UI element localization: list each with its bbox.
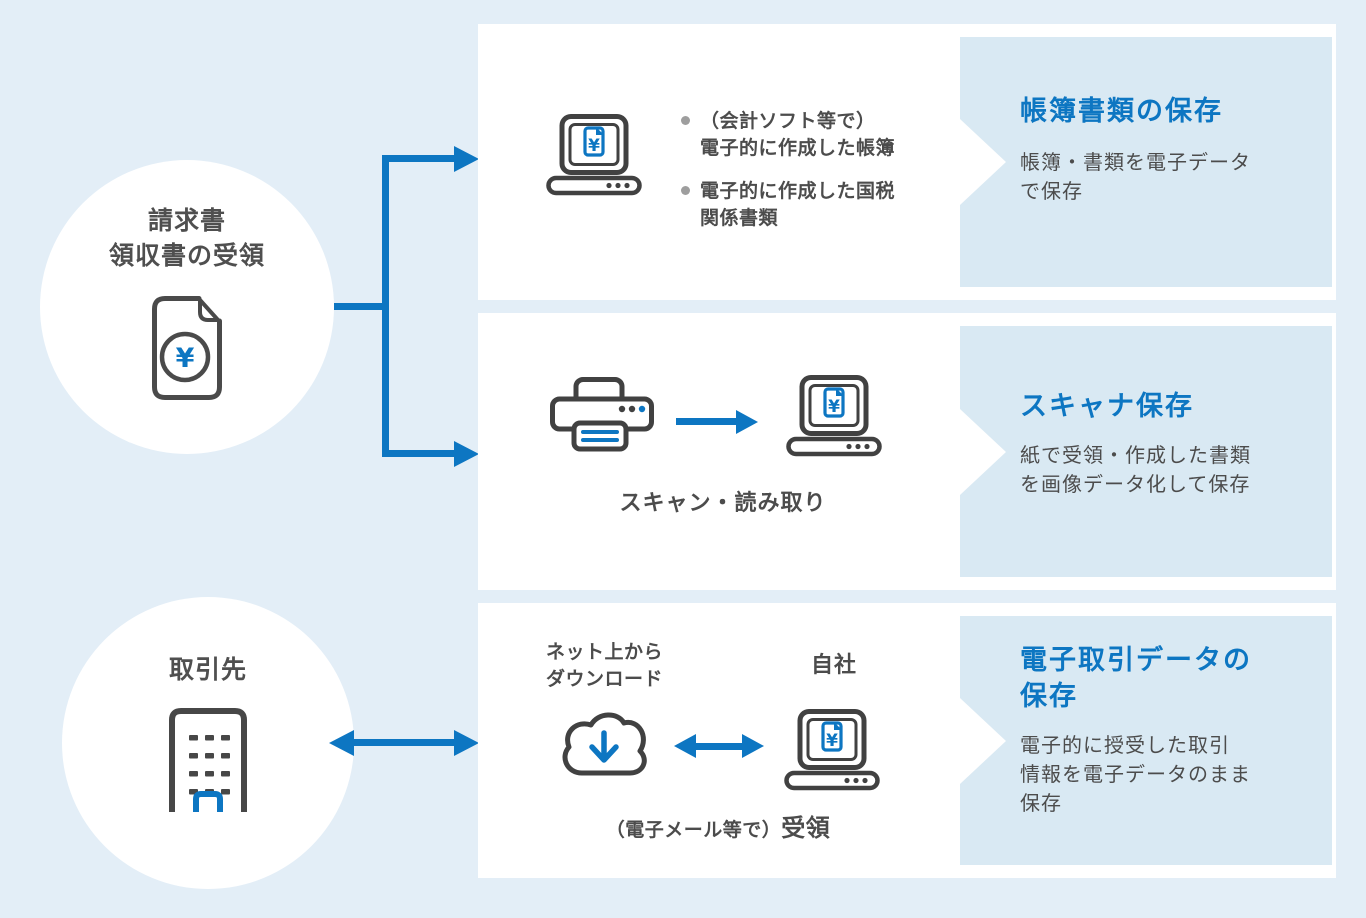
exchange-arrow xyxy=(694,743,744,750)
office-building-icon xyxy=(169,707,247,812)
arrowhead-to-scanner-panel xyxy=(454,440,479,467)
bullet-item: （会計ソフト等で） 電子的に作成した帳簿 xyxy=(681,108,895,162)
svg-text:¥: ¥ xyxy=(588,136,600,156)
business-partner-circle: 取引先 xyxy=(62,597,354,889)
svg-text:¥: ¥ xyxy=(826,731,838,751)
scanner-result-description: 紙で受領・作成した書類 を画像データ化して保存 xyxy=(1020,443,1251,496)
scanner-result-box xyxy=(960,326,1332,577)
laptop-scan-icon: ¥ xyxy=(786,375,882,457)
scanner-result-title: スキャナ保存 xyxy=(1020,391,1194,422)
bullet-dot-icon xyxy=(681,185,690,195)
etransaction-chevron xyxy=(960,697,1006,784)
invoice-receipt-circle: 請求書 領収書の受領 ¥ xyxy=(40,160,334,454)
bullet-text: （会計ソフト等で） 電子的に作成した帳簿 xyxy=(700,110,896,159)
books-result-box xyxy=(960,37,1332,287)
exchange-arrowhead-left xyxy=(674,734,696,758)
building-door xyxy=(193,790,223,812)
books-chevron xyxy=(960,119,1006,205)
arrowhead-to-etransaction-panel xyxy=(454,729,479,756)
arrowhead-to-books-panel xyxy=(454,145,479,172)
own-company-label: 自社 xyxy=(810,653,857,678)
etransaction-result-box xyxy=(960,616,1332,865)
books-bullet-list: （会計ソフト等で） 電子的に作成した帳簿 電子的に作成した国税 関係書類 xyxy=(681,108,895,248)
email-receipt-caption: （電子メール等で）受領 xyxy=(568,808,868,843)
svg-text:¥: ¥ xyxy=(176,343,195,374)
download-arrow-icon xyxy=(589,730,619,763)
etransaction-panel: ネット上から ダウンロード 自社 ¥ （電子メール等で）受領 電子取引データの … xyxy=(478,603,1336,878)
bullet-text: 電子的に作成した国税 関係書類 xyxy=(700,179,896,229)
bullet-dot-icon xyxy=(681,116,690,125)
arrowhead-to-partner xyxy=(329,729,354,756)
svg-text:¥: ¥ xyxy=(828,397,840,417)
invoice-document-icon: ¥ xyxy=(152,296,222,400)
scan-arrowhead xyxy=(736,409,758,434)
books-panel: ¥ （会計ソフト等で） 電子的に作成した帳簿 電子的に作成した国税 関係書類 帳… xyxy=(478,24,1336,300)
scan-caption: スキャン・読み取り xyxy=(619,491,827,516)
bullet-item: 電子的に作成した国税 関係書類 xyxy=(681,178,895,232)
email-receipt-caption-prefix: （電子メール等で） xyxy=(605,819,782,841)
printer-scanner-icon xyxy=(550,377,654,452)
business-partner-label: 取引先 xyxy=(168,655,247,684)
etransaction-result-title: 電子取引データの 保存 xyxy=(1020,645,1252,712)
etransaction-result-description: 電子的に授受した取引 情報を電子データのまま 保存 xyxy=(1020,733,1251,815)
exchange-arrowhead-right xyxy=(742,734,764,758)
scan-arrow xyxy=(676,418,738,425)
scanner-panel: ¥ スキャン・読み取り スキャナ保存 紙で受領・作成した書類 を画像データ化して… xyxy=(478,313,1336,590)
cloud-download-icon xyxy=(562,712,647,776)
invoice-receipt-label: 請求書 領収書の受領 xyxy=(108,206,265,270)
laptop-company-icon: ¥ xyxy=(784,709,880,791)
laptop-accounting-icon: ¥ xyxy=(546,114,642,196)
cloud-download-label: ネット上から ダウンロード xyxy=(546,641,664,690)
scanner-chevron xyxy=(960,408,1006,495)
books-result-title: 帳簿書類の保存 xyxy=(1020,96,1223,127)
books-result-description: 帳簿・書類を電子データ で保存 xyxy=(1020,150,1251,203)
email-receipt-caption-emphasis: 受領 xyxy=(781,814,831,842)
